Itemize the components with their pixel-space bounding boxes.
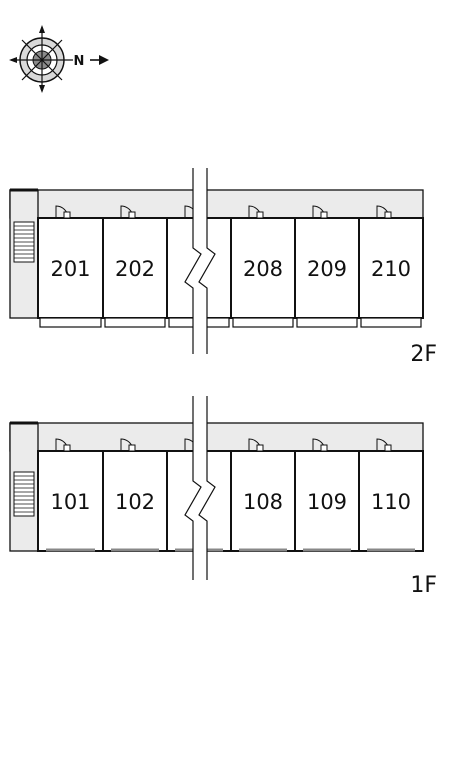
balcony (104, 317, 166, 328)
door-icon (248, 205, 264, 219)
corridor (9, 189, 424, 219)
door-icon (312, 205, 328, 219)
room-number: 101 (50, 490, 90, 514)
room-209: 209 (294, 205, 360, 328)
room-number: 208 (243, 257, 283, 281)
section-break-icon (184, 396, 216, 580)
room-201: 201 (37, 205, 104, 328)
balcony (232, 317, 294, 328)
compass-rose-icon (9, 25, 109, 93)
door-icon (376, 205, 392, 219)
room-number: 201 (50, 257, 90, 281)
section-break-icon (184, 168, 216, 354)
room-number: 202 (115, 257, 155, 281)
room-202: 202 (102, 205, 168, 328)
balcony (296, 317, 358, 328)
door-icon (120, 438, 136, 452)
compass-north-label: N (74, 54, 85, 69)
room-102: 102 (102, 438, 168, 552)
room-108: 108 (230, 438, 296, 552)
room-number: 102 (115, 490, 155, 514)
door-icon (120, 205, 136, 219)
balcony (39, 317, 102, 328)
room-number: 210 (371, 257, 411, 281)
floor-1f: 101 102 108 109 110 1F (9, 396, 437, 598)
room-number: 108 (243, 490, 283, 514)
door-icon (376, 438, 392, 452)
room-101: 101 (37, 438, 104, 552)
room-210: 210 (358, 205, 424, 328)
room-number: 110 (371, 490, 411, 514)
door-icon (248, 438, 264, 452)
balcony (360, 317, 422, 328)
room-208: 208 (230, 205, 296, 328)
stairs-icon (13, 471, 35, 517)
corridor (9, 422, 424, 452)
floor-2f: 201 202 208 209 210 2F (9, 168, 437, 367)
door-icon (55, 205, 71, 219)
door-icon (312, 438, 328, 452)
stairs-icon (13, 221, 35, 263)
room-110: 110 (358, 438, 424, 552)
room-number: 109 (307, 490, 347, 514)
room-109: 109 (294, 438, 360, 552)
floor-label: 1F (410, 573, 437, 598)
door-icon (55, 438, 71, 452)
room-number: 209 (307, 257, 347, 281)
floor-label: 2F (410, 342, 437, 367)
